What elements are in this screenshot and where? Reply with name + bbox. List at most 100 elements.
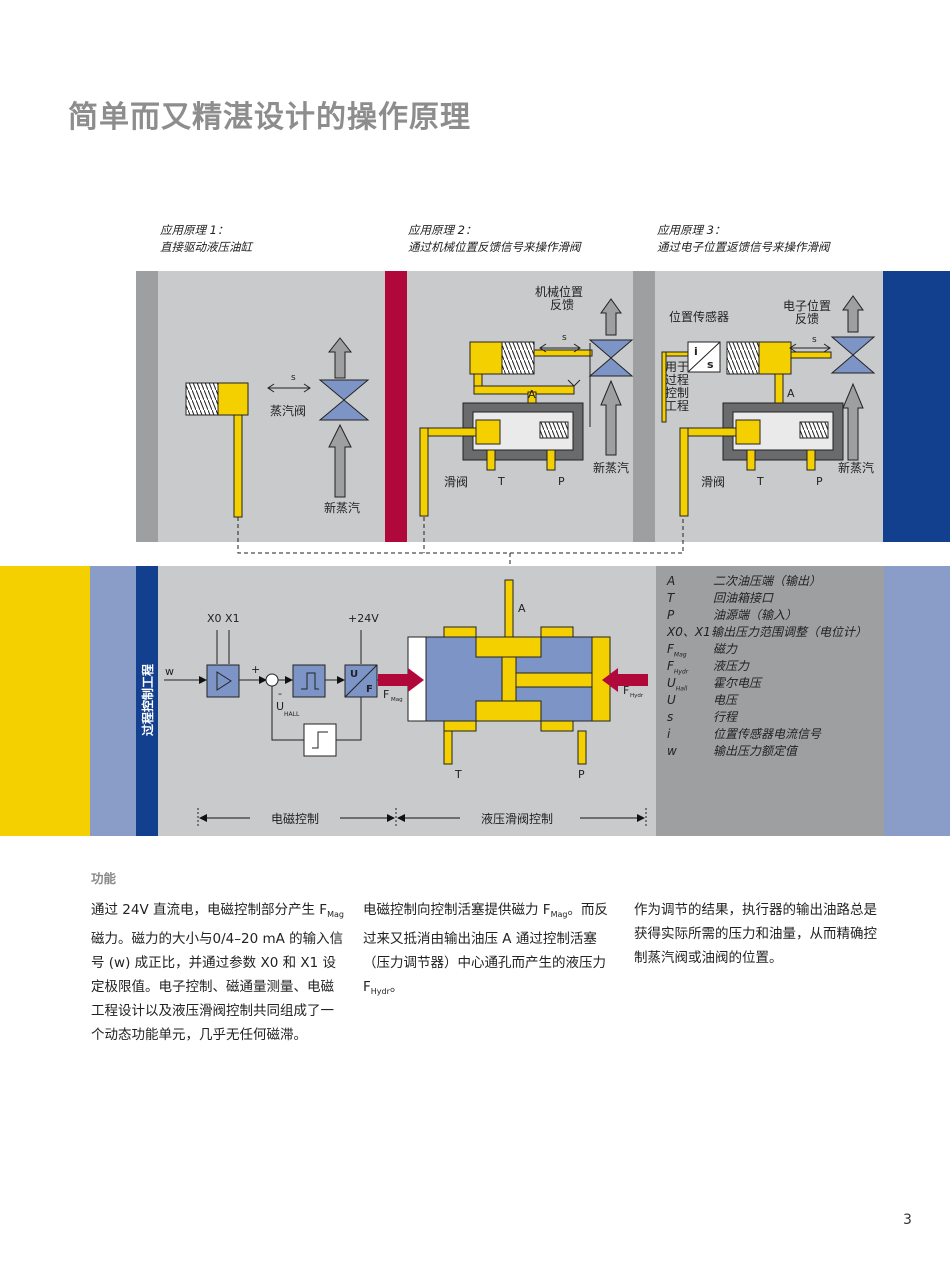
spool-land [540,626,574,638]
function-col-2: 电磁控制向控制活塞提供磁力 FMag。而反过来又抵消由输出油压 A 通过控制活塞… [363,898,616,1004]
legend-text: 电压 [713,693,738,707]
col1-text-a: 通过 24V 直流电，电磁控制部分产生 F [91,902,328,918]
function-col-1: 通过 24V 直流电，电磁控制部分产生 FMag 磁力。磁力的大小与0/4–20… [91,898,346,1047]
p3-t-label: T [756,475,764,488]
p3-process-3: 控制 [665,386,689,400]
fhydr-label: F [623,684,629,697]
legend-symbol: w [667,744,677,758]
legend-text: 油源端（输入） [713,608,798,622]
fmag-label: F [383,688,389,701]
function-col-3: 作为调节的结果，执行器的输出油路总是获得实际所需的压力和油量，从而精确控制蒸汽阀… [634,902,877,966]
spool-center [501,656,517,702]
linkage [533,349,593,357]
band-navy-strip [136,566,158,836]
stroke-arrow-icon [789,343,831,353]
oil-line [233,414,243,518]
p3-new-steam-label: 新蒸汽 [838,460,874,475]
minus-label: - [278,687,282,700]
return-spring-icon [799,421,829,439]
fmag-sub-label: Mag [391,697,403,703]
new-steam-arrow-icon [600,379,622,456]
p2-p-label: P [558,475,565,488]
solenoid-body [217,382,249,416]
legend-text: 行程 [713,710,738,724]
fhydr-arrow-icon [602,668,648,692]
legend-symbol: X0、X1 [667,625,711,639]
top-panels [136,271,950,542]
p3-s-label: s [812,335,817,345]
legend-symbol: A [667,574,676,588]
spool-land [443,720,477,732]
principle-2-line1: 应用原理 2： [408,223,477,237]
fhydr-sub-label: Hydr [630,693,644,699]
a-line [774,373,784,405]
steam-valve-top-icon [830,336,876,356]
p3-s-small-label: s [707,358,714,371]
spool-bore-channel [515,672,593,688]
uf-diagonal [344,664,378,698]
oil-feed-line-vertical [419,427,429,517]
steam-valve-bottom-icon [318,399,370,421]
sensor-signal-line-vertical [661,351,667,423]
panel1-drawing [185,337,370,518]
uf-u-label: U [350,669,358,680]
slide-piston [735,419,761,445]
legend-text: 回油箱接口 [713,591,774,605]
p2-a-label: A [528,388,536,401]
pivot-icon [567,379,581,387]
p3-elec-feedback-1: 电子位置 [783,298,831,313]
p3-slide-valve-label: 滑阀 [701,475,725,489]
p2-t-label: T [497,475,505,488]
panel3-edge [633,271,655,542]
p-port [806,449,816,471]
panel3-drawing [661,295,876,517]
uhall-sub-label: HALL [284,711,300,718]
p2-s-label: s [562,333,567,343]
principle-1-line2: 直接驱动液压油缸 [160,240,252,254]
p-port [546,449,556,471]
spool-land [540,720,574,732]
spool-t-label: T [454,768,462,781]
p-port-line [577,730,587,765]
feedback-line [271,686,362,741]
panel1-edge [136,271,158,542]
legend-symbol-sub: Hall [675,685,688,693]
new-steam-arrow-icon [842,382,864,461]
em-control-label: 电磁控制 [271,811,319,826]
p3-position-sensor-label: 位置传感器 [669,309,729,324]
solenoid-body [758,341,792,375]
legend-row: s 行程 [667,709,737,731]
function-heading: 功能 [91,871,117,886]
hall-sensor-block [303,723,337,757]
p1-new-steam-label: 新蒸汽 [324,500,360,515]
col2-text-c: 。 [389,979,404,995]
linkage [790,351,832,359]
plus24v-label: +24V [348,612,379,625]
solenoid-body [469,341,503,375]
principle-2-caption: 应用原理 2： 通过机械位置反馈信号来操作滑阀 [408,222,581,256]
steam-valve-bottom-icon [830,354,876,374]
legend-text: 霍尔电压 [713,676,762,690]
col2-text-b: 。而反过来又抵消由输出油压 A 通过控制活塞（压力调节器）中心通孔而产生的液压力… [363,902,608,995]
col1-sub: Mag [327,910,344,919]
oil-feed-line-vertical [679,427,689,517]
principle-3-caption: 应用原理 3： 通过电子位置返馈信号来操作滑阀 [657,222,830,256]
p3-process-4: 工程 [665,398,689,413]
hyd-control-label: 液压滑阀控制 [481,811,553,826]
a-port-line [504,579,514,638]
amplifier-icon [216,671,232,691]
legend-symbol: F [667,659,674,673]
legend-symbol: s [667,710,674,724]
uf-f-label: F [366,684,373,695]
w-label: w [165,665,174,678]
spool-upper [475,636,542,658]
p2-mech-feedback-2: 反馈 [550,298,574,312]
legend-text: 输出压力范围调整（电位计） [711,625,868,639]
principle-3-line2: 通过电子位置返馈信号来操作滑阀 [657,240,830,254]
